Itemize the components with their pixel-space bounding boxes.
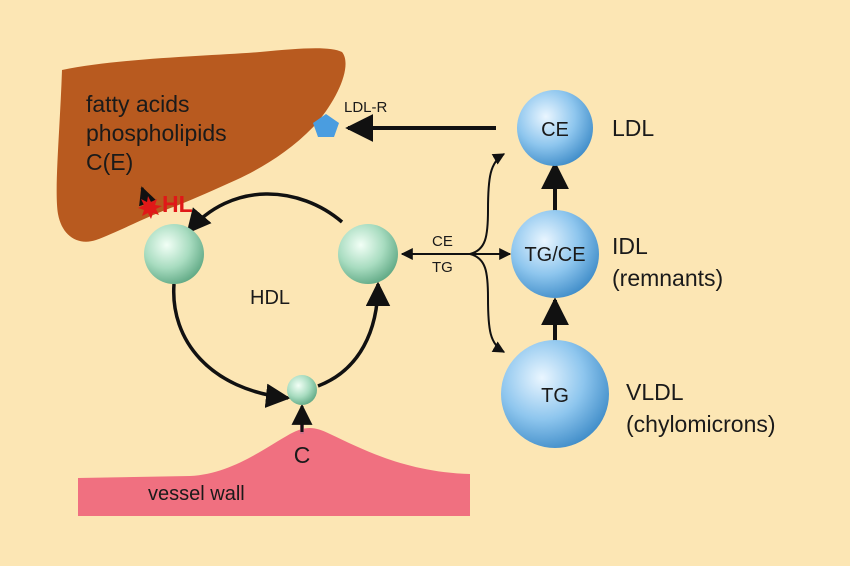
hdl-sphere-left xyxy=(144,224,204,284)
liver-label-line2: phospholipids xyxy=(86,120,227,146)
ldl-sphere xyxy=(517,90,593,166)
hdl-cycle-arrow-right xyxy=(317,281,391,388)
vessel-wall-shape xyxy=(78,428,470,516)
hdl-sphere-right xyxy=(338,224,398,284)
vldl-subname-label: (chylomicrons) xyxy=(626,411,776,437)
hdl-sphere-nascent xyxy=(287,375,317,405)
liver-label-line3: C(E) xyxy=(86,149,133,175)
ldl-receptor-icon xyxy=(313,114,339,137)
hdl-label: HDL xyxy=(250,287,290,309)
liver-label-line1: fatty acids xyxy=(86,91,190,117)
exchange-ce-label: CE xyxy=(432,233,453,250)
idl-subname-label: (remnants) xyxy=(612,265,723,291)
exchange-bracket-top xyxy=(469,153,506,255)
hdl-cycle-arrow-top xyxy=(186,192,344,234)
idl-core-label: TG/CE xyxy=(524,244,585,266)
hdl-cycle-arrow-left xyxy=(172,283,291,408)
vessel-wall-label: vessel wall xyxy=(148,483,245,505)
hepatic-lipase-label: HL xyxy=(162,191,193,217)
ldl-receptor-label: LDL-R xyxy=(344,99,388,116)
exchange-tg-label: TG xyxy=(432,259,453,276)
hepatic-lipase-icon xyxy=(138,196,162,219)
vldl-core-label: TG xyxy=(541,385,569,407)
vldl-sphere xyxy=(501,340,609,448)
exchange-bracket-bottom xyxy=(469,253,506,353)
liver-shape xyxy=(56,48,346,242)
ldl-core-label: CE xyxy=(541,119,569,141)
idl-name-label: IDL xyxy=(612,233,648,259)
ldl-name-label: LDL xyxy=(612,115,654,141)
cholesterol-label: C xyxy=(294,442,311,468)
vldl-name-label: VLDL xyxy=(626,379,684,405)
idl-sphere xyxy=(511,210,599,298)
